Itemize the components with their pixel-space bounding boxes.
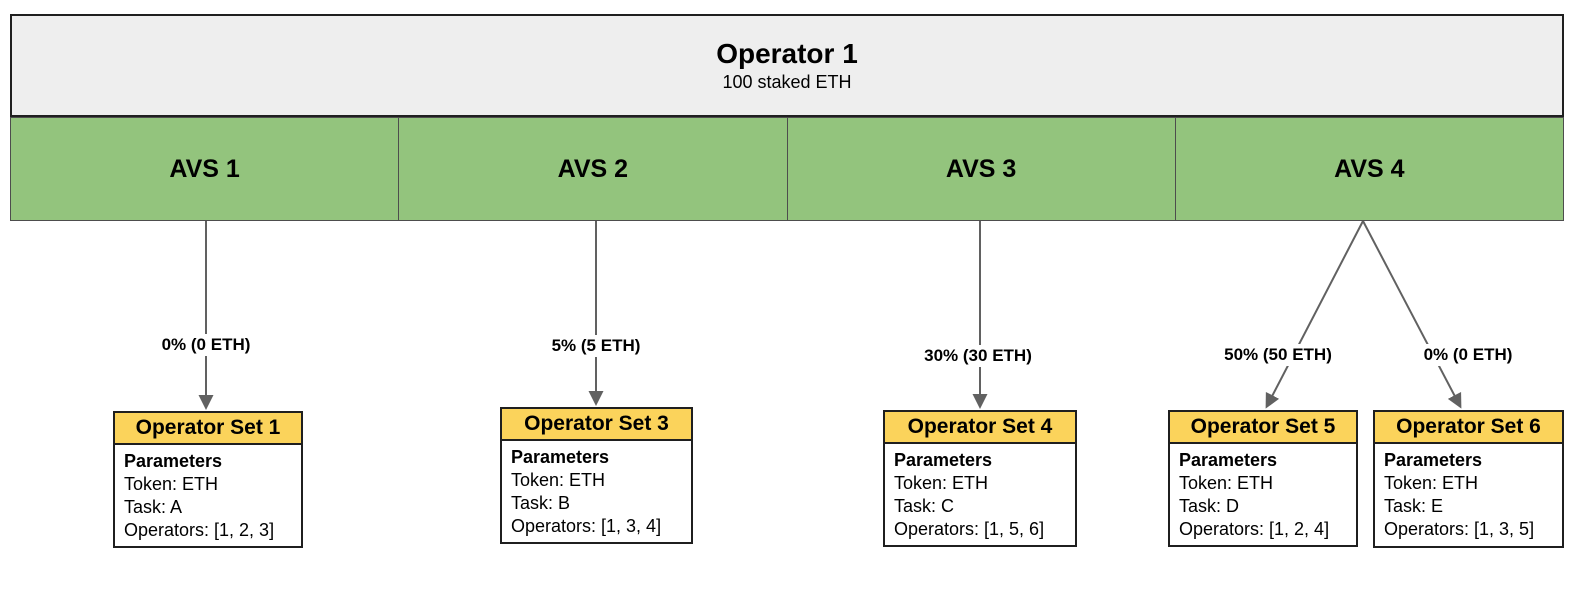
operator-set-4-body: Parameters Token: ETH Task: C Operators:… [885,444,1075,546]
operators-line: Operators: [1, 3, 4] [511,516,662,536]
operators-line: Operators: [1, 5, 6] [894,519,1045,539]
token-line: Token: ETH [894,473,989,493]
operator-set-4-title: Operator Set 4 [885,412,1075,444]
params-heading: Parameters [894,450,993,470]
token-line: Token: ETH [1384,473,1479,493]
allocation-label-avs3: 30% (30 ETH) [918,345,1038,367]
params-heading: Parameters [1179,450,1278,470]
arrow-avs4-to-set5 [1265,220,1364,409]
operator-set-5-node: Operator Set 5 Parameters Token: ETH Tas… [1168,410,1358,547]
params-heading: Parameters [124,451,223,471]
avs-cell-3: AVS 3 [786,117,1176,221]
arrow-avs4-to-set6 [1362,220,1462,409]
operators-line: Operators: [1, 2, 3] [124,520,275,540]
token-line: Token: ETH [1179,473,1274,493]
params-heading: Parameters [511,447,610,467]
operator-set-1-body: Parameters Token: ETH Task: A Operators:… [115,445,301,547]
allocation-label-avs2: 5% (5 ETH) [545,335,647,357]
allocation-label-avs4-left: 50% (50 ETH) [1218,344,1338,366]
operators-line: Operators: [1, 3, 5] [1384,519,1535,539]
operator-set-3-title: Operator Set 3 [502,409,691,441]
operator-set-6-node: Operator Set 6 Parameters Token: ETH Tas… [1373,410,1564,548]
operator-set-4-node: Operator Set 4 Parameters Token: ETH Tas… [883,410,1077,547]
allocation-label-avs4-right: 0% (0 ETH) [1417,344,1519,366]
operator-set-6-title: Operator Set 6 [1375,412,1562,444]
operator-set-5-title: Operator Set 5 [1170,412,1356,444]
task-line: Task: B [511,493,571,513]
operator-stake-subtitle: 100 staked ETH [722,71,852,92]
avs-bar: AVS 1 AVS 2 AVS 3 AVS 4 [10,117,1564,221]
operator-set-6-body: Parameters Token: ETH Task: E Operators:… [1375,444,1562,546]
avs-cell-2: AVS 2 [398,117,788,221]
operator-title: Operator 1 [716,37,858,69]
params-heading: Parameters [1384,450,1483,470]
operators-line: Operators: [1, 2, 4] [1179,519,1330,539]
operator-node: Operator 1 100 staked ETH [10,14,1564,117]
avs-cell-1: AVS 1 [10,117,400,221]
allocation-label-avs1: 0% (0 ETH) [155,334,257,356]
operator-set-3-node: Operator Set 3 Parameters Token: ETH Tas… [500,407,693,544]
operator-set-1-node: Operator Set 1 Parameters Token: ETH Tas… [113,411,303,548]
task-line: Task: A [124,497,183,517]
avs-cell-4: AVS 4 [1174,117,1564,221]
token-line: Token: ETH [511,470,606,490]
task-line: Task: C [894,496,955,516]
operator-set-3-body: Parameters Token: ETH Task: B Operators:… [502,441,691,543]
task-line: Task: E [1384,496,1444,516]
token-line: Token: ETH [124,474,219,494]
operator-set-1-title: Operator Set 1 [115,413,301,445]
operator-set-5-body: Parameters Token: ETH Task: D Operators:… [1170,444,1356,546]
task-line: Task: D [1179,496,1240,516]
